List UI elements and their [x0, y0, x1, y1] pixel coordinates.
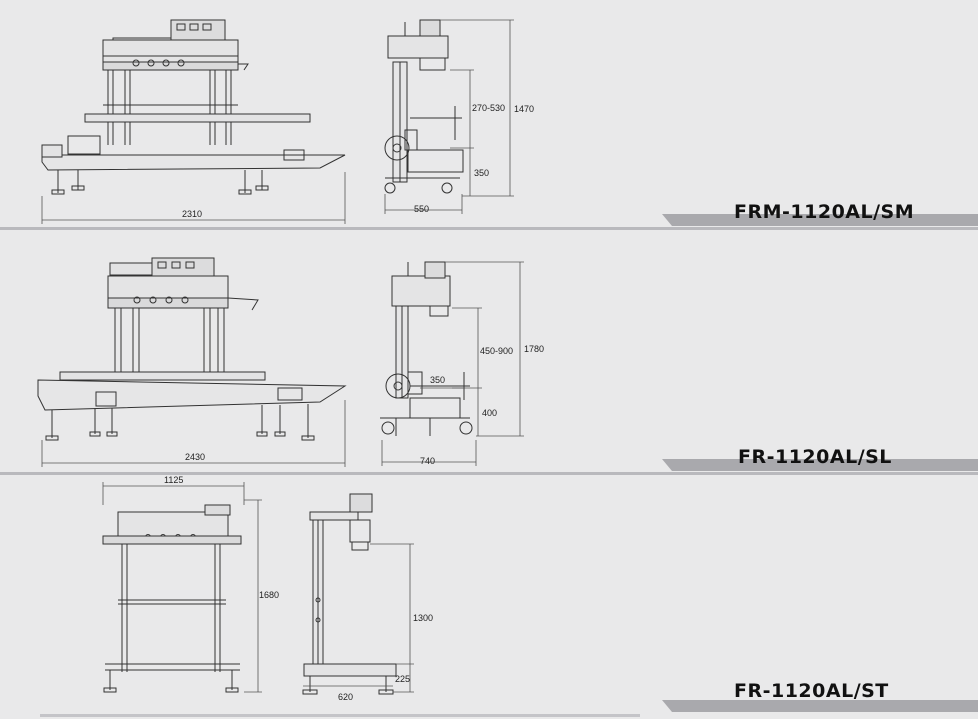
total-height-label-1: 1470: [514, 104, 534, 114]
section-separator-1: [0, 227, 978, 230]
front-width-label-3: 1125: [164, 475, 183, 485]
side-width-label-2: 740: [420, 456, 435, 466]
lower-height-label-3: 225: [395, 674, 410, 684]
upper-height-label-3: 1300: [413, 613, 433, 623]
side-view-fr-1120al-sl: [380, 261, 473, 436]
lower-height-label-1: 350: [474, 168, 489, 178]
side-dimensions-2: [381, 261, 524, 466]
side-width-label-3: 620: [338, 692, 353, 702]
side-dimensions-1: [384, 19, 514, 214]
side-view-fr-1120al-st: [302, 493, 397, 695]
section-separator-2: [0, 472, 978, 475]
section-separator-3: [40, 714, 640, 717]
side-width-label-1: 550: [414, 204, 429, 214]
model-band-1: [662, 214, 978, 226]
front-height-dimension-3: [244, 499, 262, 693]
height-range-label-1: 270-530: [472, 103, 505, 113]
front-width-label-1: 2310: [182, 209, 202, 219]
height-range-label-2: 450-900: [480, 346, 513, 356]
model-band-3: [662, 700, 978, 712]
model-title-1: FRM-1120AL/SM: [734, 201, 914, 223]
mid-width-label-2: 350: [430, 375, 445, 385]
model-title-3: FR-1120AL/ST: [734, 680, 889, 702]
width-dimension-3: [102, 482, 245, 505]
side-view-frm-1120al-sm: [384, 19, 464, 194]
model-band-2: [662, 459, 978, 471]
front-width-dimension-2: [41, 400, 346, 467]
front-width-dimension-1: [41, 172, 346, 224]
side-dimensions-3: [303, 543, 414, 693]
lower-height-label-2: 400: [482, 408, 497, 418]
front-view-frm-1120al-sm: [41, 19, 346, 195]
front-view-fr-1120al-st: [102, 504, 242, 693]
front-view-fr-1120al-sl: [37, 257, 347, 441]
model-title-2: FR-1120AL/SL: [738, 446, 892, 468]
total-height-label-2: 1780: [524, 344, 544, 354]
front-width-label-2: 2430: [185, 452, 205, 462]
front-height-label-3: 1680: [259, 590, 279, 600]
